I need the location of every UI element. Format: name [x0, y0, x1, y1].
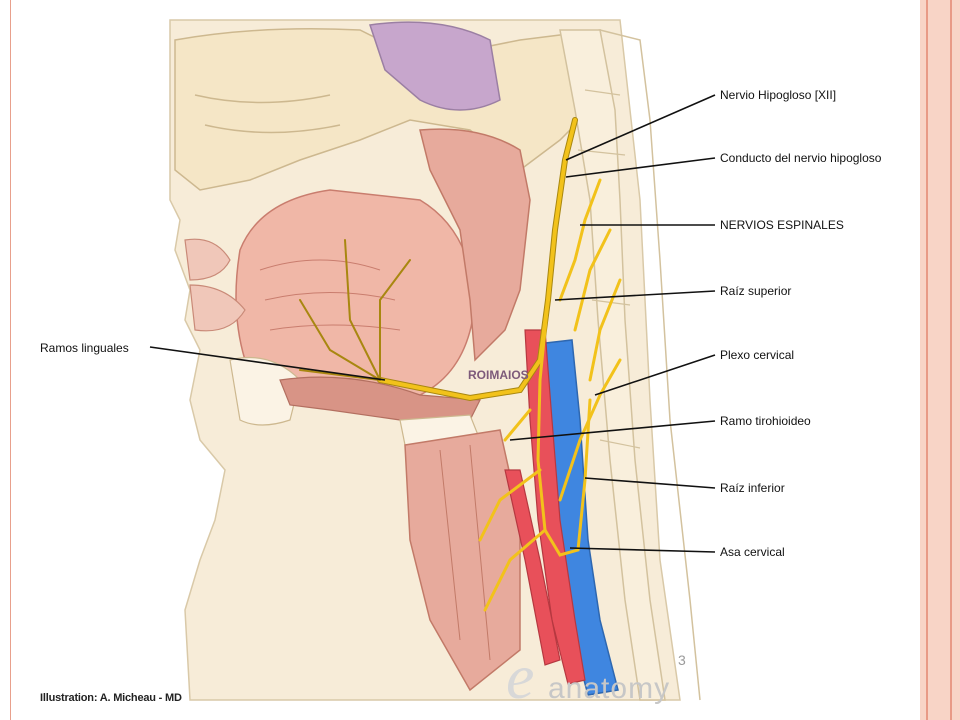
label-conducto: Conducto del nervio hipogloso: [720, 151, 882, 165]
lips-and-chin: [184, 238, 301, 426]
slide-right-border: [920, 0, 960, 720]
infrahyoid-muscles: [404, 429, 521, 692]
leader-asa-cervical: [569, 547, 716, 553]
border-stripe: [926, 0, 928, 720]
watermark-text: anatomy: [548, 672, 671, 705]
leader-ramo-tirohioideo: [509, 420, 716, 441]
sphenoid-sinus: [369, 21, 501, 111]
slide-left-rule: [10, 0, 11, 720]
label-plexo-cervical: Plexo cervical: [720, 348, 794, 362]
leader-raiz-superior: [554, 290, 716, 301]
spinal-nerves: [558, 178, 622, 502]
leader-plexo-cervical: [594, 354, 716, 396]
external-carotid-branch: [504, 469, 561, 666]
leader-conducto: [565, 157, 716, 178]
leader-nervio-hipogloso: [565, 94, 716, 161]
ansa-cervicalis: [536, 298, 592, 557]
label-ramo-tirohioideo: Ramo tirohioideo: [720, 414, 811, 428]
thyrohyoid-branch: [503, 408, 532, 442]
border-stripe: [950, 0, 952, 720]
label-ramos-linguales: Ramos linguales: [40, 341, 129, 355]
leader-lines: [149, 94, 716, 553]
label-asa-cervical: Asa cervical: [720, 545, 785, 559]
label-nervios-espinales: NERVIOS ESPINALES: [720, 218, 844, 232]
label-raiz-inferior: Raíz inferior: [720, 481, 785, 495]
lingual-branches: [299, 239, 411, 381]
illustration-credit: Illustration: A. Micheau - MD: [40, 692, 182, 704]
pharyngeal-muscle: [419, 128, 531, 362]
label-raiz-superior: Raíz superior: [720, 284, 791, 298]
labels: Ramos linguales Nervio Hipogloso [XII] C…: [40, 88, 882, 559]
leader-ramos-linguales: [149, 346, 386, 381]
watermark-logo-glyph: e: [506, 641, 535, 712]
tongue: [235, 189, 476, 401]
nerves: [299, 117, 622, 612]
leader-raiz-inferior: [584, 477, 716, 489]
label-nervio-hipogloso: Nervio Hipogloso [XII]: [720, 88, 836, 102]
watermark-overlay: ROIMAIOS: [468, 368, 529, 382]
page-number: 3: [678, 652, 686, 668]
